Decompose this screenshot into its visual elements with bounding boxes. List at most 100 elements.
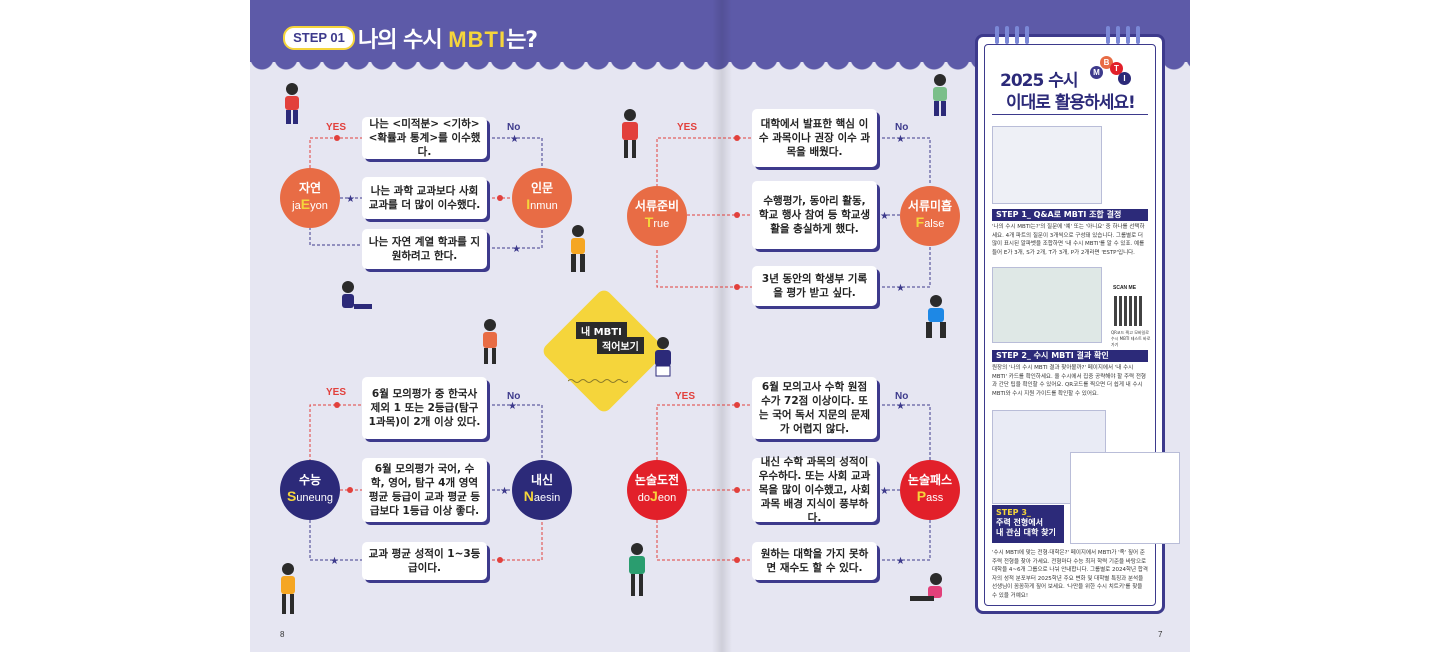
question-card: 내신 수학 과목의 성적이 우수하다. 또는 사회 교과목을 많이 이수했고, … (752, 456, 877, 524)
type-circle-pass: 논술패스 Pass (900, 460, 960, 520)
person-illustration (629, 543, 645, 596)
svg-text:★: ★ (896, 283, 905, 294)
person-illustration (281, 563, 295, 614)
svg-text:★: ★ (896, 556, 905, 567)
question-card: 나는 <미적분> <기하> <확률과 통계>를 이수했다. (362, 117, 487, 159)
type-circle-true: 서류준비 True (627, 186, 687, 246)
question-card: 3년 동안의 학생부 기록을 평가 받고 싶다. (752, 266, 877, 306)
question-card: 수행평가, 동아리 활동, 학교 행사 참여 등 학교생활을 충실하게 했다. (752, 181, 877, 249)
type-circle-naesin: 내신 Naesin (512, 460, 572, 520)
qr-code-icon[interactable] (1114, 296, 1144, 326)
panel-title-line2: 이대로 활용하세요! (1006, 93, 1136, 113)
question-card: 원하는 대학을 가지 못하면 재수도 할 수 있다. (752, 542, 877, 580)
type-en: Naesin (523, 488, 561, 504)
type-circle-false: 서류미흡 False (900, 186, 960, 246)
no-label-right-bottom: No (895, 391, 909, 402)
type-circle-jayeon: 자연 jaEyon (280, 168, 340, 228)
svg-text:★: ★ (346, 194, 355, 205)
scan-me-label: SCAN ME (1113, 285, 1137, 291)
type-en: Suneung (286, 488, 334, 504)
binder-ring (1136, 26, 1140, 44)
binder-ring (1126, 26, 1130, 44)
question-card: 교과 평균 성적이 1~3등급이다. (362, 542, 487, 580)
title-mbti: MBTI (448, 27, 507, 52)
question-card: 6월 모의고사 수학 원점수가 72점 이상이다. 또는 국어 독서 지문의 문… (752, 377, 877, 439)
yes-label-right-top: YES (677, 122, 698, 133)
type-ko: 서류준비 (634, 199, 680, 213)
question-card: 6월 모의평가 중 한국사 제외 1 또는 2등급(탐구 1과목)이 2개 이상… (362, 377, 487, 439)
mbti-ball-b: B (1100, 56, 1113, 69)
type-ko: 인문 (530, 181, 554, 195)
step1-text: '나의 수시 MBTI는?'의 질문에 '예' 또는 '아니요' 중 하나를 선… (992, 224, 1145, 256)
step2-text: 원장의 '나의 수시 MBTI 결과 찾아볼까?' 페이지에서 '내 수시 MB… (992, 365, 1146, 397)
mbti-ball-i: I (1118, 72, 1131, 85)
person-illustration (342, 281, 372, 309)
type-en: doJeon (637, 488, 677, 504)
mbti-ball-m: M (1090, 66, 1103, 79)
type-en: Pass (916, 488, 944, 504)
no-label-right-top: No (895, 122, 909, 133)
type-en: True (644, 214, 670, 230)
type-ko: 수능 (298, 473, 322, 487)
yes-label-left-top: YES (326, 122, 347, 133)
no-label-left-bottom: No (507, 391, 521, 402)
step3-text: '수시 MBTI에 맞는 전형·대학은?' 페이지에서 MBTI가 '족' 짚어… (992, 550, 1148, 599)
title-suffix: 는? (506, 28, 538, 53)
svg-text:★: ★ (880, 486, 889, 497)
type-en: Inmun (526, 196, 558, 212)
type-circle-dojeon: 논술도전 doJeon (627, 460, 687, 520)
svg-text:★: ★ (880, 211, 889, 222)
svg-text:★: ★ (330, 556, 339, 567)
page-number-left: 8 (280, 630, 285, 639)
step3-box: STEP 3_ 주력 전형에서 내 관심 대학 찾기 (992, 505, 1064, 543)
binder-ring (1015, 26, 1019, 44)
svg-text:★: ★ (508, 401, 517, 412)
question-card: 나는 자연 계열 학과를 지원하려고 한다. (362, 229, 487, 269)
yes-label-right-bottom: YES (675, 391, 696, 402)
type-ko: 논술패스 (907, 473, 953, 487)
step2-title: STEP 2_ 수시 MBTI 결과 확인 (992, 350, 1148, 362)
type-ko: 내신 (530, 473, 554, 487)
type-circle-inmun: 인문 Inmun (512, 168, 572, 228)
mbti-tag-line2: 적어보기 (597, 337, 644, 354)
type-ko: 자연 (298, 181, 322, 195)
type-en: False (915, 214, 945, 230)
spread-thumbnail (992, 126, 1102, 204)
svg-text:★: ★ (896, 134, 905, 145)
result-thumbnail (992, 267, 1102, 343)
yes-label-left-bottom: YES (326, 387, 347, 398)
binder-ring (1106, 26, 1110, 44)
person-illustration (933, 74, 947, 116)
svg-text:★: ★ (896, 401, 905, 412)
step-badge: STEP 01 (283, 26, 355, 50)
no-label-left-top: No (507, 122, 521, 133)
divider (992, 114, 1148, 115)
step3-label: STEP 3_ (996, 508, 1031, 517)
step1-title: STEP 1_ Q&A로 MBTI 조합 결정 (992, 209, 1148, 221)
question-card: 대학에서 발표한 핵심 이수 과목이나 권장 이수 과목을 배웠다. (752, 109, 877, 167)
type-ko: 논술도전 (634, 473, 680, 487)
mbti-tag-line1: 내 MBTI (576, 322, 627, 339)
title-prefix: 나의 수시 (358, 28, 443, 53)
person-illustration (926, 295, 946, 338)
binder-ring (1005, 26, 1009, 44)
page-gutter (712, 0, 732, 652)
page-number-right: 7 (1158, 630, 1163, 639)
binder-ring (995, 26, 999, 44)
person-illustration (622, 109, 638, 158)
step3-line2: 내 관심 대학 찾기 (996, 528, 1056, 537)
type-circle-suneung: 수능 Suneung (280, 460, 340, 520)
person-illustration (483, 319, 497, 364)
person-illustration (910, 573, 942, 601)
mbti-ball-t: T (1110, 62, 1123, 75)
person-illustration (571, 225, 585, 272)
svg-text:★: ★ (512, 244, 521, 255)
svg-text:★: ★ (500, 486, 509, 497)
person-illustration (285, 83, 299, 124)
write-line (568, 379, 628, 383)
step3-line1: 주력 전형에서 (996, 518, 1043, 527)
binder-ring (1116, 26, 1120, 44)
scallop-edge (250, 58, 1190, 74)
person-illustration (655, 337, 671, 377)
binder-ring (1025, 26, 1029, 44)
